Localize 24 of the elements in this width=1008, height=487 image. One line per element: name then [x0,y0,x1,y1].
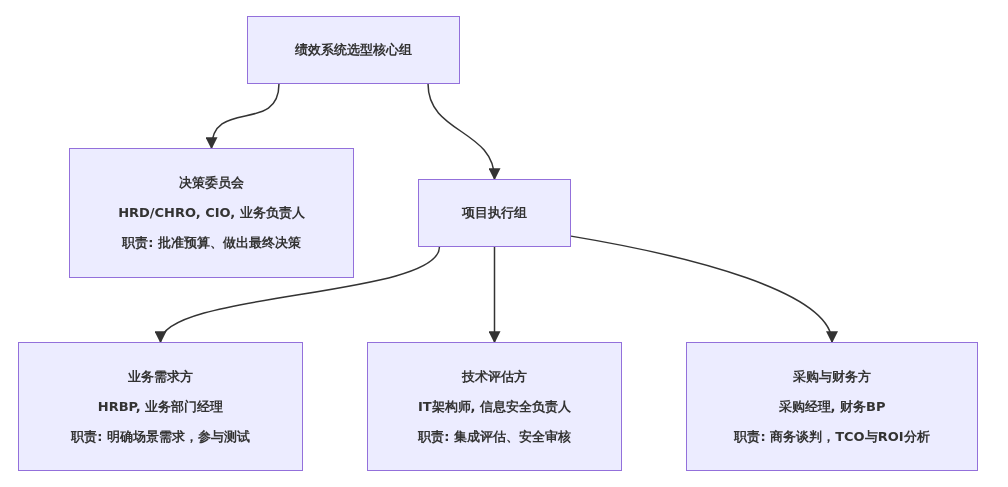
process-box [247,16,460,84]
box-heading: 决策委员会 [179,174,244,192]
process-box [18,342,303,471]
arrow [427,83,500,181]
process-box [367,342,622,471]
box-text: IT架构师, 信息安全负责人 [417,397,572,416]
box-text: HRD/CHRO, CIO, 业务负责人 [118,204,305,222]
process-box [686,342,978,471]
box-heading: 绩效系统选型核心组 [295,41,412,59]
box-heading: 项目执行组 [462,204,527,222]
box-text: 职责: 批准预算、做出最终决策 [122,234,301,252]
arrow [488,246,501,344]
box-text: HRBP, 业务部门经理 [97,397,224,416]
box-text: 采购经理, 财务BP [778,397,886,416]
arrow [570,235,836,344]
box-text: 职责: 集成评估、安全审核 [418,427,571,446]
process-box [418,179,571,247]
process-box [69,148,354,278]
box-heading: 业务需求方 [128,367,193,386]
arrow [206,83,280,150]
box-heading: 技术评估方 [462,367,527,386]
box-text: 职责: 商务谈判，TCO与ROI分析 [734,427,930,446]
box-heading: 采购与财务方 [793,367,871,386]
box-text: 职责: 明确场景需求，参与测试 [71,427,250,446]
